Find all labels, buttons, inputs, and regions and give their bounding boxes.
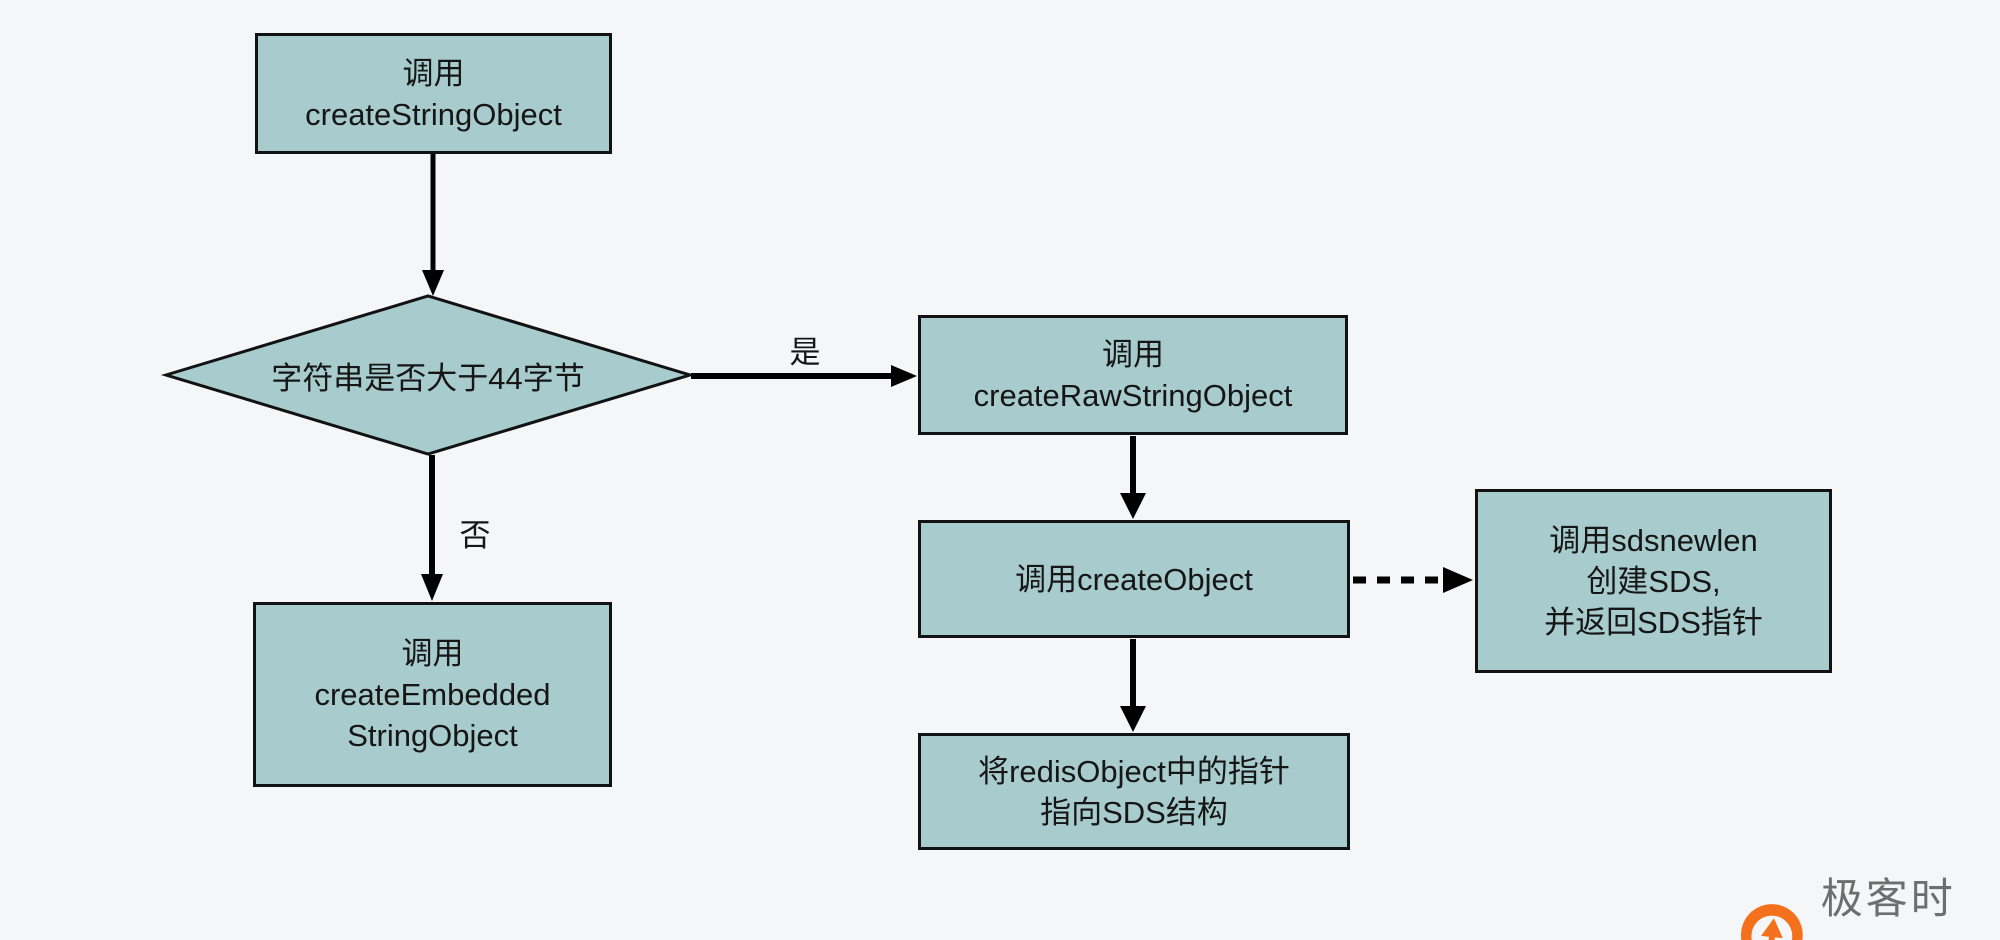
arrow-raw-to-create-object (1120, 436, 1146, 519)
edge-label-yes: 是 (789, 335, 821, 370)
edge-label-no: 否 (459, 518, 491, 553)
arrow-decision-yes (691, 365, 917, 387)
arrow-create-object-to-redis-object (1120, 639, 1146, 732)
node-redis-object-pointer: 将redisObject中的指针 指向SDS结构 (918, 733, 1350, 850)
geektime-logo-text: 极客时间 (1820, 875, 1956, 922)
arrow-create-object-to-sdsnewlen (1353, 567, 1473, 593)
arrow-decision-no (421, 455, 443, 601)
node-create-object: 调用createObject (918, 520, 1350, 638)
node-decision-label: 字符串是否大于44字节 (271, 360, 585, 396)
node-create-embedded-string-object: 调用 createEmbedded StringObject (253, 602, 612, 787)
node-create-string-object: 调用 createStringObject (255, 33, 612, 154)
node-create-raw-string-object: 调用 createRawStringObject (918, 315, 1348, 435)
geektime-logo-icon (1740, 904, 1803, 940)
node-sdsnewlen: 调用sdsnewlen 创建SDS, 并返回SDS指针 (1475, 489, 1832, 673)
decision-diamond-shape (160, 294, 696, 456)
geektime-logo: 极客时间 (1733, 860, 2000, 940)
arrow-create-string-to-decision (422, 154, 444, 296)
